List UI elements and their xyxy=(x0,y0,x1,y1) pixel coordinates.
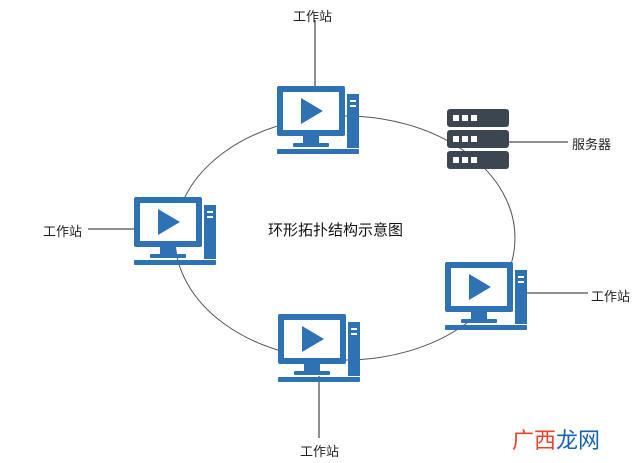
server-icon xyxy=(447,109,509,169)
node-label-workstation-left: 工作站 xyxy=(43,225,83,240)
node-label-workstation-bottom: 工作站 xyxy=(300,445,340,460)
watermark-part2: 龙网 xyxy=(556,429,601,454)
workstation-top-icon xyxy=(277,86,359,154)
workstation-left-icon xyxy=(134,197,216,265)
node-label-workstation-top: 工作站 xyxy=(293,10,333,25)
node-label-workstation-right: 工作站 xyxy=(591,290,631,305)
diagram-title: 环形拓扑结构示意图 xyxy=(268,221,404,239)
node-label-server: 服务器 xyxy=(572,138,612,153)
watermark-part1: 广西 xyxy=(512,429,557,454)
workstation-bottom-icon xyxy=(278,314,360,382)
workstation-right-icon xyxy=(445,262,527,330)
watermark: 广西龙网 xyxy=(512,423,600,455)
